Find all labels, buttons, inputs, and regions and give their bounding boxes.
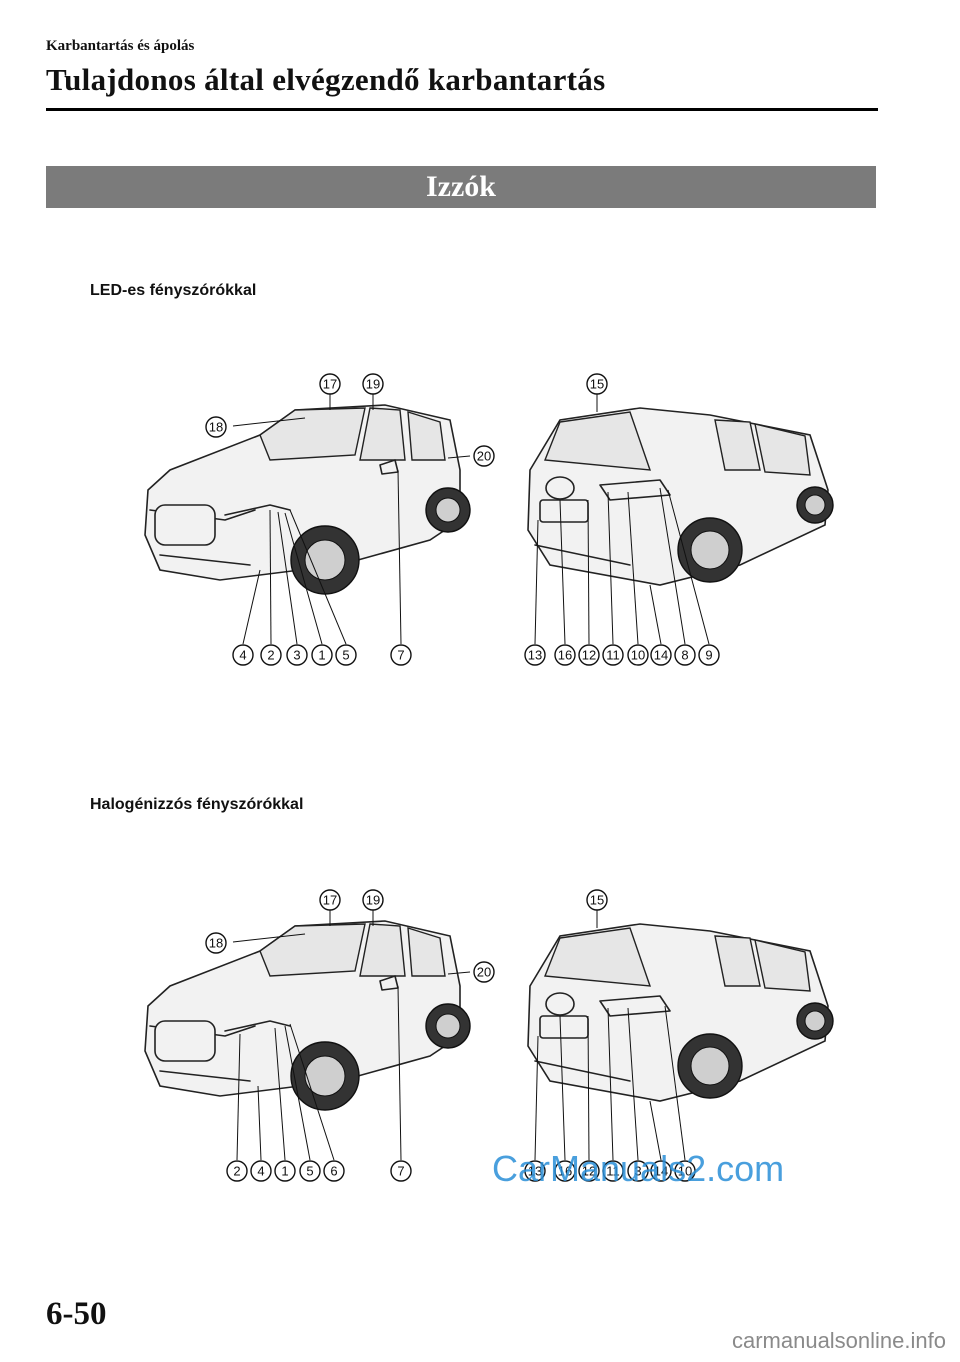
callout-6: 6 bbox=[323, 1160, 345, 1182]
svg-text:7: 7 bbox=[397, 648, 404, 663]
svg-text:13: 13 bbox=[528, 648, 542, 663]
callout-8: 8 bbox=[674, 644, 696, 666]
callout-18: 18 bbox=[205, 932, 227, 954]
rear-car-diagram-halogen: 15 13 16 12 11 3 14 10 bbox=[524, 889, 834, 1182]
callout-5: 5 bbox=[299, 1160, 321, 1182]
svg-text:19: 19 bbox=[366, 377, 380, 392]
callout-3: 3 bbox=[627, 1160, 649, 1182]
svg-text:10: 10 bbox=[631, 648, 645, 663]
svg-text:18: 18 bbox=[209, 936, 223, 951]
title-divider bbox=[46, 108, 878, 111]
svg-text:1: 1 bbox=[318, 648, 325, 663]
front-leader-lines bbox=[232, 394, 471, 645]
callout-18: 18 bbox=[205, 416, 227, 438]
page-number: 6-50 bbox=[46, 1296, 107, 1332]
callout-11: 11 bbox=[602, 644, 624, 666]
watermark: CarManuals2.com bbox=[492, 1148, 785, 1189]
callout-12: 12 bbox=[578, 644, 600, 666]
callout-19: 19 bbox=[362, 889, 384, 911]
svg-text:4: 4 bbox=[239, 648, 246, 663]
svg-text:15: 15 bbox=[590, 893, 604, 908]
rear-car-illustration bbox=[527, 923, 834, 1102]
rear-car-illustration bbox=[527, 407, 834, 586]
svg-text:9: 9 bbox=[705, 648, 712, 663]
callout-14: 14 bbox=[650, 1160, 672, 1182]
callout-10: 10 bbox=[627, 644, 649, 666]
callout-13: 13 bbox=[524, 1160, 546, 1182]
front-car-diagram-halogen: 17 19 18 20 2 4 1 5 6 7 bbox=[144, 889, 495, 1182]
callout-12: 12 bbox=[578, 1160, 600, 1182]
svg-text:19: 19 bbox=[366, 893, 380, 908]
callout-20: 20 bbox=[473, 961, 495, 983]
callout-7: 7 bbox=[390, 1160, 412, 1182]
callout-15: 15 bbox=[586, 889, 608, 911]
callout-11: 11 bbox=[602, 1160, 624, 1182]
svg-text:2: 2 bbox=[267, 648, 274, 663]
callout-16: 16 bbox=[554, 1160, 576, 1182]
svg-text:2: 2 bbox=[233, 1164, 240, 1179]
svg-text:20: 20 bbox=[477, 449, 491, 464]
callout-1: 1 bbox=[274, 1160, 296, 1182]
rear-car-diagram-led: 15 13 16 12 11 10 14 8 9 bbox=[524, 373, 834, 666]
callout-17: 17 bbox=[319, 889, 341, 911]
front-car-illustration bbox=[144, 404, 471, 595]
page-title: Tulajdonos által elvégzendő karbantartás bbox=[46, 62, 606, 97]
callout-10: 10 bbox=[674, 1160, 696, 1182]
section-banner: Izzók bbox=[46, 166, 876, 208]
svg-text:13: 13 bbox=[528, 1164, 542, 1179]
svg-text:7: 7 bbox=[397, 1164, 404, 1179]
callout-5: 5 bbox=[335, 644, 357, 666]
svg-text:8: 8 bbox=[681, 648, 688, 663]
svg-text:1: 1 bbox=[281, 1164, 288, 1179]
svg-text:20: 20 bbox=[477, 965, 491, 980]
callout-2: 2 bbox=[226, 1160, 248, 1182]
breadcrumb: Karbantartás és ápolás bbox=[46, 38, 195, 54]
callout-3: 3 bbox=[286, 644, 308, 666]
svg-text:4: 4 bbox=[257, 1164, 264, 1179]
callout-9: 9 bbox=[698, 644, 720, 666]
svg-text:16: 16 bbox=[558, 648, 572, 663]
callout-2: 2 bbox=[260, 644, 282, 666]
callout-19: 19 bbox=[362, 373, 384, 395]
callout-7: 7 bbox=[390, 644, 412, 666]
svg-text:16: 16 bbox=[558, 1164, 572, 1179]
site-footer: carmanualsonline.info bbox=[731, 1328, 946, 1353]
svg-text:11: 11 bbox=[606, 648, 620, 663]
svg-text:5: 5 bbox=[342, 648, 349, 663]
callout-15: 15 bbox=[586, 373, 608, 395]
svg-text:10: 10 bbox=[678, 1164, 692, 1179]
front-car-illustration bbox=[144, 920, 471, 1111]
callout-13: 13 bbox=[524, 644, 546, 666]
rear-leader-lines bbox=[534, 394, 710, 645]
callout-20: 20 bbox=[473, 445, 495, 467]
svg-text:11: 11 bbox=[606, 1164, 620, 1179]
callout-16: 16 bbox=[554, 644, 576, 666]
svg-text:3: 3 bbox=[293, 648, 300, 663]
svg-text:6: 6 bbox=[330, 1164, 337, 1179]
svg-text:17: 17 bbox=[323, 377, 337, 392]
svg-text:15: 15 bbox=[590, 377, 604, 392]
svg-text:18: 18 bbox=[209, 420, 223, 435]
svg-text:3: 3 bbox=[634, 1164, 641, 1179]
callout-17: 17 bbox=[319, 373, 341, 395]
callout-14: 14 bbox=[650, 644, 672, 666]
callout-4: 4 bbox=[250, 1160, 272, 1182]
svg-text:14: 14 bbox=[654, 1164, 668, 1179]
front-leader-lines bbox=[232, 910, 471, 1161]
variant-label-halogen: Halogénizzós fényszórókkal bbox=[90, 796, 304, 813]
svg-text:12: 12 bbox=[582, 1164, 596, 1179]
front-car-diagram-led: 17 19 18 20 4 2 3 1 5 7 bbox=[144, 373, 495, 666]
svg-text:14: 14 bbox=[654, 648, 668, 663]
svg-text:17: 17 bbox=[323, 893, 337, 908]
variant-label-led: LED-es fényszórókkal bbox=[90, 282, 257, 299]
rear-leader-lines bbox=[534, 910, 686, 1161]
callout-1: 1 bbox=[311, 644, 333, 666]
svg-text:5: 5 bbox=[306, 1164, 313, 1179]
callout-4: 4 bbox=[232, 644, 254, 666]
svg-text:12: 12 bbox=[582, 648, 596, 663]
